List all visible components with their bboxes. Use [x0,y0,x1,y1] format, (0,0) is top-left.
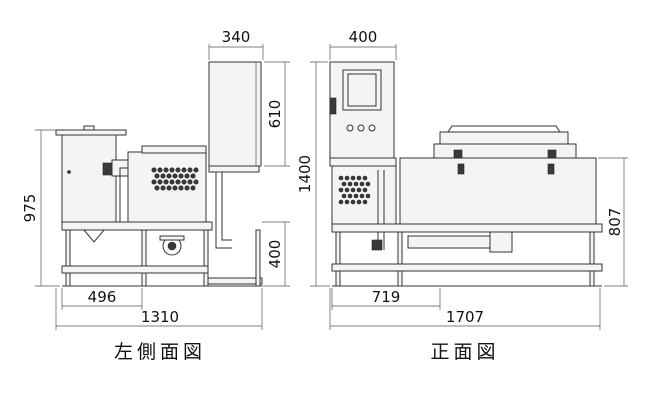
left-dim-inner-width: 496 [88,288,117,306]
front-view: 400 1400 807 719 1707 正面図 [296,28,628,363]
left-dim-top-width: 340 [222,28,251,46]
front-dim-top-width: 400 [349,28,378,46]
left-side-view: 340 610 975 400 496 1310 左側面図 [21,28,290,363]
front-dim-total-height: 1400 [296,155,314,193]
front-vent-grille [338,175,371,205]
left-vent-grille [151,167,199,191]
left-dim-lower-height: 400 [266,240,284,269]
left-dim-total-width: 1310 [141,308,179,326]
left-tank [61,133,117,223]
front-dim-right-height: 807 [606,208,624,237]
front-dim-inner-width: 719 [372,288,401,306]
left-view-caption: 左側面図 [114,341,206,363]
front-dim-total-width: 1707 [446,308,484,326]
left-dim-total-height: 975 [21,194,39,223]
front-view-caption: 正面図 [430,341,499,363]
left-control-panel [208,61,262,167]
left-dim-panel-height: 610 [266,100,284,129]
front-hopper [399,157,597,229]
